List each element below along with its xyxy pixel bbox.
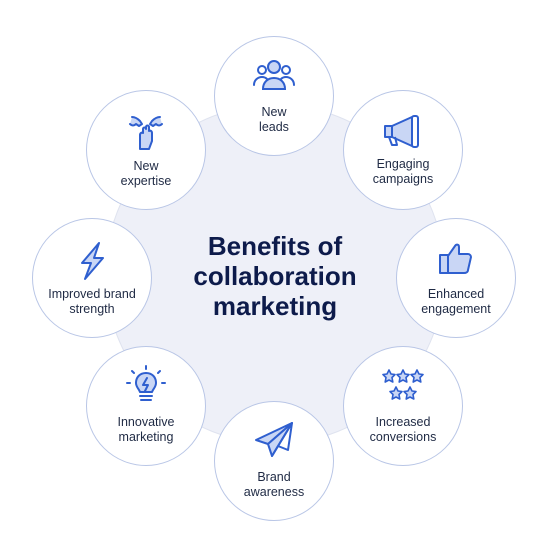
paper-plane-icon (252, 420, 296, 460)
node-label: Increased conversions (369, 415, 437, 444)
node-label: Innovative marketing (117, 415, 175, 444)
lightbulb-icon (124, 365, 168, 405)
node-label: Improved brand strength (48, 287, 136, 316)
node-label: Brand awareness (243, 470, 305, 499)
node-label: Engaging campaigns (372, 157, 434, 186)
node-increased-conversions: Increased conversions (343, 346, 463, 466)
node-enhanced-engagement: Enhanced engagement (396, 218, 516, 338)
hands-icon (124, 111, 168, 151)
node-improved-brand-strength: Improved brand strength (32, 218, 152, 338)
people-group-icon (252, 55, 296, 95)
node-label: Enhanced engagement (421, 287, 491, 316)
node-new-leads: New leads (214, 36, 334, 156)
node-brand-awareness: Brand awareness (214, 401, 334, 521)
node-innovative-marketing: Innovative marketing (86, 346, 206, 466)
node-new-expertise: New expertise (86, 90, 206, 210)
stars-icon (381, 367, 425, 407)
node-engaging-campaigns: Engaging campaigns (343, 90, 463, 210)
lightning-icon (70, 241, 114, 281)
node-label: New leads (259, 105, 289, 134)
megaphone-icon (381, 111, 425, 151)
node-label: New expertise (120, 159, 172, 188)
diagram-title: Benefits of collaboration marketing (193, 231, 357, 321)
thumbs-up-icon (434, 237, 478, 277)
